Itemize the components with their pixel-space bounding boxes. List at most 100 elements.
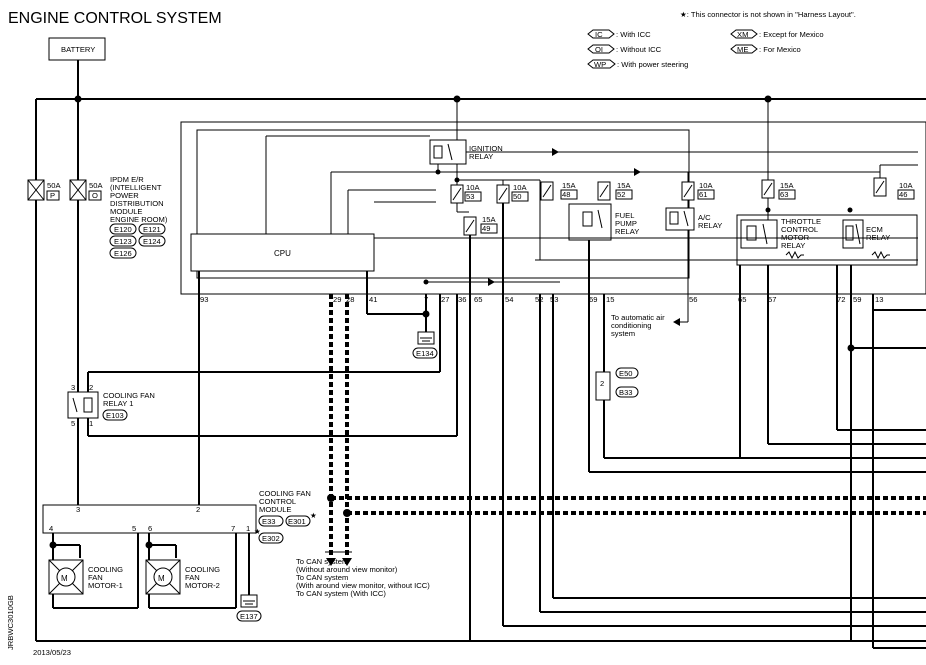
cpu-box [190,233,375,272]
svg-text:To CAN system: To CAN system [296,557,348,566]
ipdm-pin-labels: 93 29 28 41 7 27 36 65 54 52 53 69 15 56… [200,295,883,304]
svg-text:56: 56 [689,295,697,304]
svg-text:49: 49 [482,224,490,233]
fusible-link-o: 50A O [69,179,103,201]
cooling-fan-relay-1-conn: E103 [106,411,124,420]
svg-text:27: 27 [441,295,449,304]
svg-text:POWER: POWER [110,191,139,200]
svg-text:7: 7 [231,524,235,533]
fuel-pump-relay-label-2: PUMP [615,219,637,228]
fusible-link-p: 50A P [27,179,61,201]
side-code: JRBWC3010GB [6,595,15,650]
svg-text:5: 5 [132,524,136,533]
svg-text:1: 1 [246,524,250,533]
svg-text:2: 2 [89,383,93,392]
svg-text:To CAN system: To CAN system [296,573,348,582]
cooling-module-conn-e302: E302 [262,534,280,543]
fuel-pump-relay [568,203,612,241]
legend-code-me: ME [737,45,748,54]
ipdm-label: IPDM E/R (INTELLIGENT POWER DISTRIBUTION… [110,175,168,224]
fuel-pump-relay-label-1: FUEL [615,211,634,220]
legend-code-xm: XM [737,30,748,39]
svg-text:54: 54 [505,295,513,304]
connector-e50 [595,371,611,401]
ipdm-connectors: E120 E121 E123 E124 E126 [109,223,166,259]
svg-text:57: 57 [768,295,776,304]
legend-text-ic: : With ICC [616,30,651,39]
svg-text:4: 4 [49,524,53,533]
svg-text:★: ★ [310,511,317,520]
svg-text:50: 50 [513,192,521,201]
cooling-fan-motor-2: M COOLING FAN MOTOR-2 [145,559,220,595]
svg-text:5: 5 [71,419,75,428]
svg-text:65: 65 [474,295,482,304]
svg-text:65: 65 [738,295,746,304]
svg-text:15A: 15A [482,215,496,224]
svg-text:E121: E121 [143,225,161,234]
svg-text:E134: E134 [416,349,434,358]
ignition-relay [429,139,467,165]
ac-system-note: To automatic air conditioning system [611,313,665,338]
fuel-pump-relay-label-3: RELAY [615,227,639,236]
legend-text-oi: : Without ICC [616,45,662,54]
svg-text:15A: 15A [617,181,631,190]
svg-text:10A: 10A [899,181,913,190]
svg-text:93: 93 [200,295,208,304]
ground-e137: E137 [236,594,262,622]
svg-text:ENGINE ROOM): ENGINE ROOM) [110,215,168,224]
throttle-relay-label-4: RELAY [781,241,805,250]
svg-text:conditioning: conditioning [611,321,652,330]
svg-text:69: 69 [589,295,597,304]
throttle-relay-label-2: CONTROL [781,225,818,234]
svg-text:2: 2 [600,379,604,388]
cooling-module-label: COOLING FAN CONTROL MODULE [259,489,311,514]
ignition-relay-label-1: IGNITION [469,144,503,153]
svg-text:15A: 15A [780,181,794,190]
svg-text:29: 29 [333,295,341,304]
svg-text:M: M [61,574,68,583]
legend-text-wp: : With power steering [617,60,688,69]
svg-text:41: 41 [369,295,377,304]
ground-e134: E134 [412,331,438,359]
svg-text:3: 3 [71,383,75,392]
svg-text:★: ★ [254,527,261,536]
legend-code-wp: WP [594,60,606,69]
svg-text:1: 1 [89,419,93,428]
svg-text:(Without around view monitor): (Without around view monitor) [296,565,398,574]
ignition-relay-label-2: RELAY [469,152,493,161]
connector-note: ★: This connector is not shown in "Harne… [680,10,856,19]
svg-text:61: 61 [699,190,707,199]
cooling-fan-motor-1: M COOLING FAN MOTOR-1 [48,559,123,595]
cooling-module-conn-e301: E301 [288,517,306,526]
svg-text:10A: 10A [699,181,713,190]
connector-b33-label: B33 [619,388,633,397]
svg-text:O: O [92,191,98,200]
legend-text-me: : For Mexico [759,45,801,54]
svg-text:IPDM E/R: IPDM E/R [110,175,144,184]
svg-text:10A: 10A [466,183,480,192]
cooling-fan-relay-1 [67,391,99,419]
svg-text:6: 6 [148,524,152,533]
svg-text:system: system [611,329,635,338]
svg-text:50A: 50A [47,181,61,190]
svg-text:3: 3 [76,505,80,514]
svg-text:72: 72 [837,295,845,304]
svg-text:E137: E137 [240,612,258,621]
svg-text:COOLING FAN: COOLING FAN [259,489,311,498]
svg-text:10A: 10A [513,183,527,192]
svg-text:E120: E120 [114,225,132,234]
battery-label: BATTERY [61,45,95,54]
svg-text:P: P [50,191,55,200]
svg-text:53: 53 [466,192,474,201]
svg-text:FAN: FAN [88,573,103,582]
cooling-module-conn-e33: E33 [262,517,276,526]
svg-text:DISTRIBUTION: DISTRIBUTION [110,199,164,208]
svg-text:MOTOR-2: MOTOR-2 [185,581,220,590]
svg-text:15: 15 [606,295,614,304]
svg-text:(INTELLIGENT: (INTELLIGENT [110,183,162,192]
svg-text:50A: 50A [89,181,103,190]
cpu-label: CPU [274,249,291,258]
svg-text:To automatic air: To automatic air [611,313,665,322]
can-system-note: To CAN system (Without around view monit… [296,557,430,598]
page-title: ENGINE CONTROL SYSTEM [8,10,222,27]
